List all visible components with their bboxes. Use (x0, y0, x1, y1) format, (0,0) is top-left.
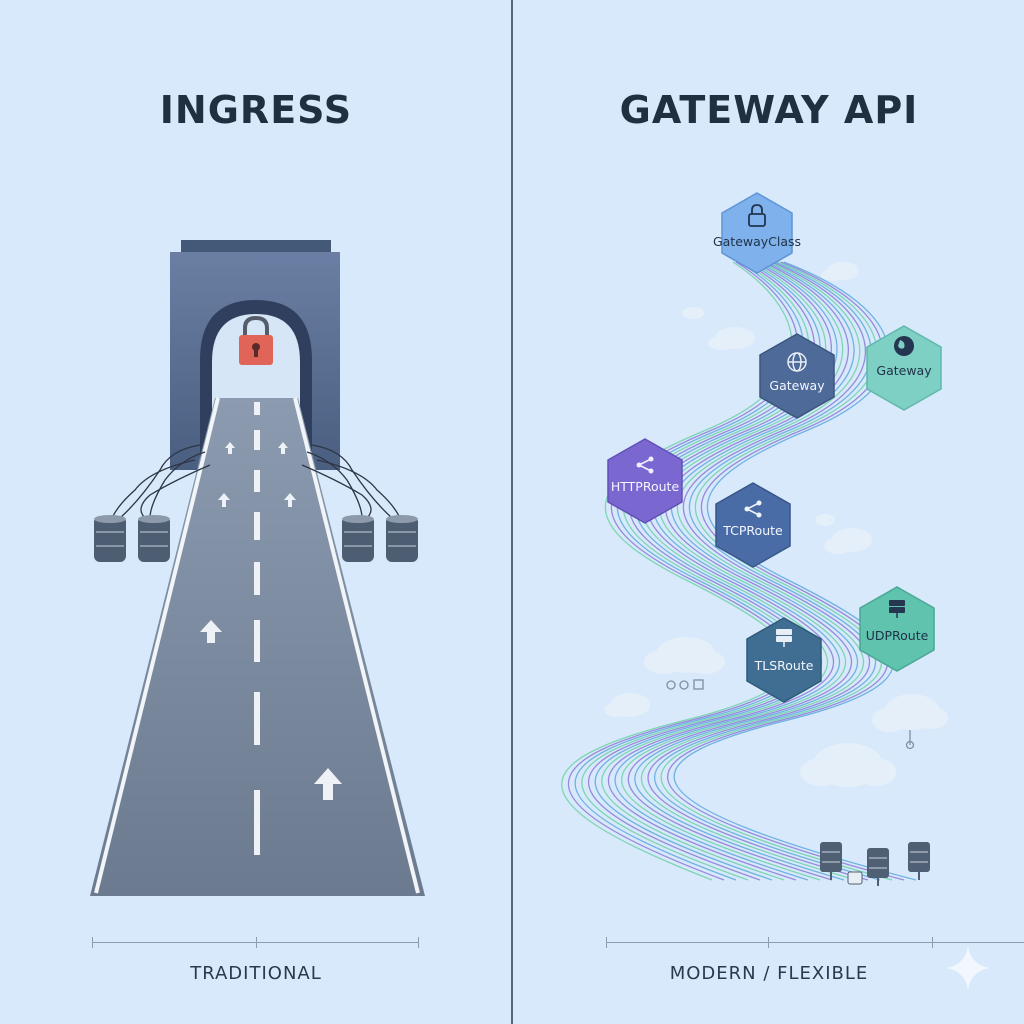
node-label: Gateway (876, 363, 932, 378)
httproute-node[interactable]: HTTPRoute (607, 438, 683, 524)
lock-icon (748, 204, 766, 227)
footer-rule (606, 942, 1024, 943)
node-label: HTTPRoute (611, 479, 680, 494)
footer-tick (418, 937, 419, 948)
gateway-api-illustration: GatewayClass Gateway Gateway (561, 192, 948, 886)
server-icon (889, 600, 905, 618)
road (90, 397, 425, 896)
footer-tick (606, 937, 607, 948)
traffic-stream-line (634, 261, 859, 881)
cloud-icon (604, 262, 948, 787)
node-label: TLSRoute (754, 658, 814, 673)
node-label: TCPRoute (722, 523, 783, 538)
ingress-footer-label: TRADITIONAL (190, 963, 322, 984)
share-icon (636, 456, 654, 474)
footer-tick (932, 937, 933, 948)
share-icon (744, 500, 762, 518)
arrow-up-icon (200, 442, 342, 800)
connector-icons (666, 679, 915, 750)
node-label: UDPRoute (866, 628, 929, 643)
gatewayclass-node[interactable]: GatewayClass (713, 192, 801, 274)
footer-tick (768, 937, 769, 948)
node-label: GatewayClass (713, 234, 801, 249)
traffic-stream-line (660, 261, 893, 881)
gateway-node-primary[interactable]: Gateway (759, 333, 835, 419)
server-icon (776, 629, 792, 647)
traffic-stream-line (641, 261, 865, 881)
sparkle-icon (946, 946, 990, 990)
traffic-stream-line (654, 261, 881, 881)
globe-icon (787, 352, 807, 372)
ingress-illustration (90, 240, 425, 896)
traffic-stream-line (647, 261, 871, 881)
traffic-streams (561, 261, 917, 881)
resource-nodes: GatewayClass Gateway Gateway (607, 192, 942, 703)
gateway-api-title: GATEWAY API (619, 88, 919, 132)
database-icon (94, 515, 418, 562)
footer-tick (92, 937, 93, 948)
lock-icon (239, 315, 273, 365)
tcproute-node[interactable]: TCPRoute (715, 482, 791, 568)
tlsroute-node[interactable]: TLSRoute (746, 617, 822, 703)
panel-divider (511, 0, 513, 1024)
server-icon (820, 842, 930, 886)
udproute-node[interactable]: UDPRoute (859, 586, 935, 672)
gateway-api-panel: GATEWAY API (514, 0, 1024, 1024)
ingress-panel: INGRESS (90, 88, 425, 984)
gateway-node-secondary[interactable]: Gateway (866, 325, 942, 411)
node-label: Gateway (769, 378, 825, 393)
footer-rule (92, 942, 418, 943)
cables (111, 444, 401, 519)
gateway-api-footer-label: MODERN / FLEXIBLE (669, 963, 869, 984)
ingress-title: INGRESS (159, 88, 353, 132)
footer-tick (256, 937, 257, 948)
globe-icon (894, 336, 914, 356)
